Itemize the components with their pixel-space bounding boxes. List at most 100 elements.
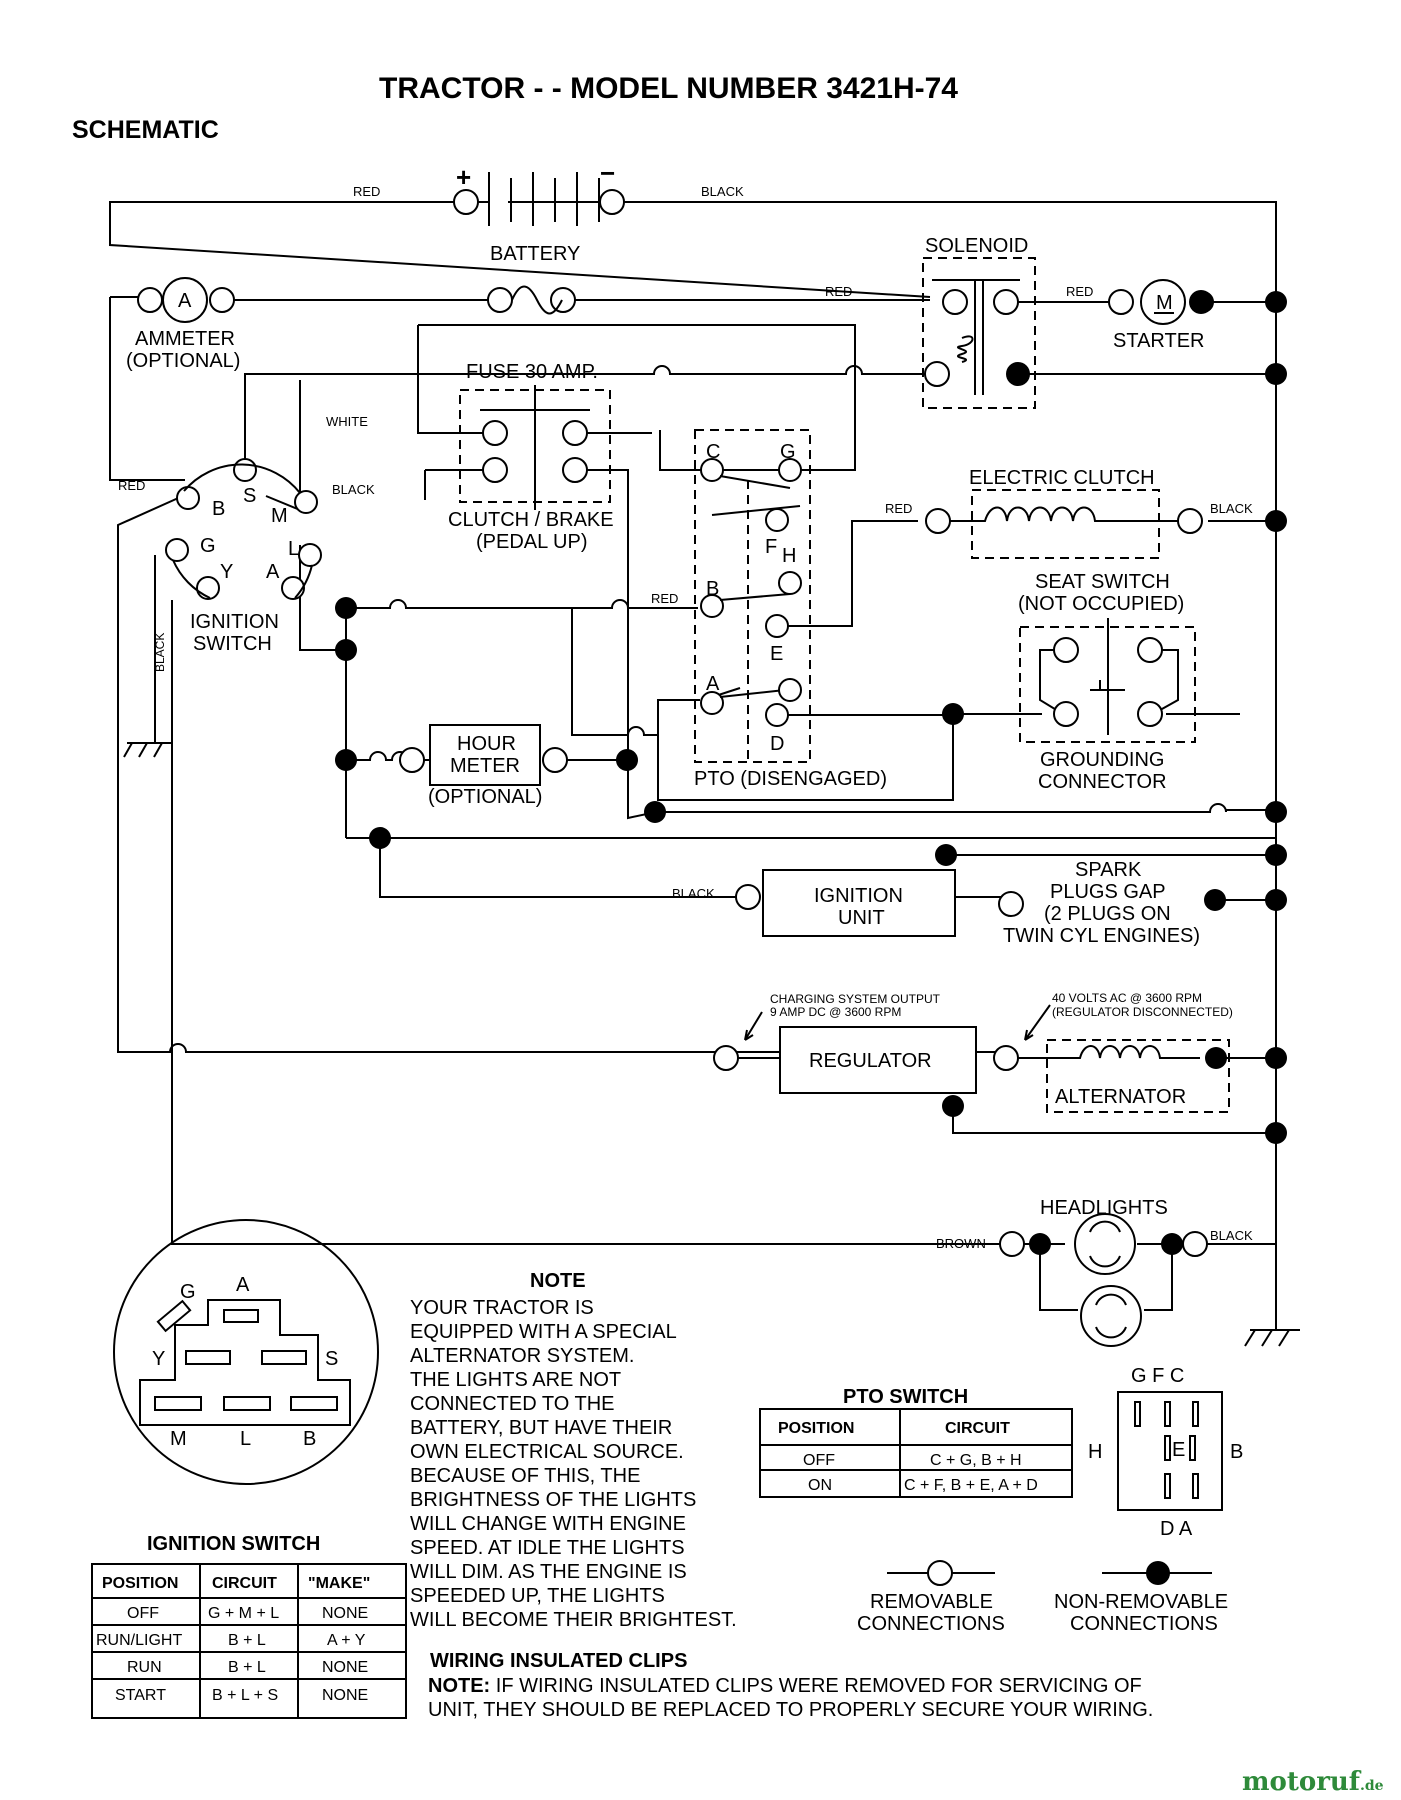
- pto-term-b: B: [706, 578, 719, 600]
- connection-legend: REMOVABLE CONNECTIONS NON-REMOVABLE CONN…: [857, 1560, 1228, 1635]
- ign-row-3-position: START: [115, 1687, 166, 1704]
- pto-table-header-position: POSITION: [778, 1420, 854, 1437]
- seat-switch-sub: (NOT OCCUPIED): [1018, 593, 1184, 615]
- starter-symbol: M: [1156, 292, 1173, 314]
- battery-label: BATTERY: [490, 243, 580, 265]
- ign-term-l: L: [288, 538, 299, 560]
- plug-letter-b: B: [303, 1428, 316, 1450]
- pto-term-h: H: [782, 545, 796, 567]
- ammeter: A AMMETER (OPTIONAL): [126, 277, 240, 372]
- clips-heading: WIRING INSULATED CLIPS: [430, 1650, 687, 1672]
- note-line-13: WILL BECOME THEIR BRIGHTEST.: [410, 1609, 737, 1631]
- ign-row-3-make: NONE: [322, 1687, 368, 1704]
- note-line-0: YOUR TRACTOR IS: [410, 1297, 594, 1319]
- note-line-2: ALTERNATOR SYSTEM.: [410, 1345, 634, 1367]
- pto-plug-bottom: D A: [1160, 1518, 1193, 1540]
- wire-label-red-solenoid: RED: [825, 284, 852, 299]
- plug-letter-m: M: [170, 1428, 187, 1450]
- wire-label-red-clutch: RED: [885, 501, 912, 516]
- wire-label-red-starter: RED: [1066, 284, 1093, 299]
- ign-term-s: S: [243, 485, 256, 507]
- note-heading: NOTE: [530, 1270, 586, 1292]
- fuse-label: FUSE 30 AMP.: [466, 361, 598, 383]
- ign-row-1-position: RUN/LIGHT: [96, 1632, 182, 1649]
- pto-row-1-circuit: C + F, B + E, A + D: [904, 1477, 1038, 1494]
- hour-meter-label-2: METER: [450, 755, 520, 777]
- ign-row-2-make: NONE: [322, 1659, 368, 1676]
- pto-row-1-position: ON: [808, 1477, 832, 1494]
- wire-label-white: WHITE: [326, 414, 368, 429]
- regulator: REGULATOR CHARGING SYSTEM OUTPUT 9 AMP D…: [713, 992, 1051, 1094]
- ammeter-optional: (OPTIONAL): [126, 350, 240, 372]
- pto-label: PTO (DISENGAGED): [694, 768, 887, 790]
- ign-term-y: Y: [220, 561, 233, 583]
- note-line-11: WILL DIM. AS THE ENGINE IS: [410, 1561, 687, 1583]
- note-line-1: EQUIPPED WITH A SPECIAL: [410, 1321, 677, 1343]
- ignition-unit: IGNITION UNIT: [735, 869, 1024, 937]
- battery-plus: +: [456, 162, 471, 192]
- ign-table-header-make: "MAKE": [308, 1575, 370, 1592]
- pto-term-g: G: [780, 441, 796, 463]
- solenoid: SOLENOID: [922, 235, 1036, 409]
- junction-dots: [335, 291, 1287, 1255]
- battery-minus: −: [600, 158, 615, 188]
- clips-note: WIRING INSULATED CLIPS NOTE: IF WIRING I…: [428, 1650, 1153, 1721]
- ammeter-symbol: A: [178, 290, 192, 312]
- watermark-main: motoruf: [1242, 1767, 1362, 1797]
- pto-plug-face: G F C E H B D A: [1088, 1365, 1243, 1540]
- watermark: motoruf.de: [1242, 1767, 1384, 1797]
- ignition-switch-table-title: IGNITION SWITCH: [147, 1533, 320, 1555]
- fuse-inline: [487, 285, 576, 315]
- hour-meter: HOUR METER (OPTIONAL): [399, 724, 615, 808]
- ammeter-label: AMMETER: [135, 328, 235, 350]
- ign-term-b: B: [212, 498, 225, 520]
- spark-label-1: SPARK: [1075, 859, 1142, 881]
- pto-term-c: C: [706, 441, 720, 463]
- wires: [109, 201, 1300, 1347]
- legend-nonremovable-1: NON-REMOVABLE: [1054, 1591, 1228, 1613]
- grounding-label-2: CONNECTOR: [1038, 771, 1167, 793]
- pto-plug-right: B: [1230, 1441, 1243, 1463]
- pto-switch: C G F H B E A D PTO (DISENGAGED): [694, 429, 887, 790]
- ignition-table: POSITION CIRCUIT "MAKE" OFF G + M + L NO…: [91, 1563, 407, 1719]
- wire-label-black-ign: BLACK: [332, 482, 375, 497]
- pto-table-header-circuit: CIRCUIT: [945, 1420, 1010, 1437]
- legend-removable-2: CONNECTIONS: [857, 1613, 1005, 1635]
- pto-table-title: PTO SWITCH: [843, 1386, 968, 1408]
- ign-row-2-position: RUN: [127, 1659, 162, 1676]
- ign-row-2-circuit: B + L: [228, 1659, 266, 1676]
- clips-note-text: IF WIRING INSULATED CLIPS WERE REMOVED F…: [490, 1675, 1142, 1697]
- ignition-switch-label-2: SWITCH: [193, 633, 272, 655]
- ign-table-header-position: POSITION: [102, 1575, 178, 1592]
- ignition-unit-label-2: UNIT: [838, 907, 885, 929]
- ign-term-m: M: [271, 505, 288, 527]
- hour-meter-optional: (OPTIONAL): [428, 786, 542, 808]
- ign-row-0-circuit: G + M + L: [208, 1605, 279, 1622]
- plug-letter-l: L: [240, 1428, 251, 1450]
- clutch-brake-switch: FUSE 30 AMP. CLUTCH / BRAKE (PEDAL UP): [448, 361, 614, 553]
- note-line-7: BECAUSE OF THIS, THE: [410, 1465, 640, 1487]
- note-line-6: OWN ELECTRICAL SOURCE.: [410, 1441, 684, 1463]
- watermark-suffix: .de: [1360, 1778, 1384, 1794]
- wire-label-red-pto: RED: [651, 591, 678, 606]
- ignition-switch-label: IGNITION: [190, 611, 279, 633]
- pto-term-f: F: [765, 536, 777, 558]
- alt-out-label-2: (REGULATOR DISCONNECTED): [1052, 1005, 1233, 1019]
- wire-label-red-left: RED: [118, 478, 145, 493]
- wire-label-black-ignition-unit: BLACK: [672, 886, 715, 901]
- grounding-label: GROUNDING: [1040, 749, 1164, 771]
- pto-plug-left: H: [1088, 1441, 1102, 1463]
- note-line-9: WILL CHANGE WITH ENGINE: [410, 1513, 686, 1535]
- ignition-unit-label: IGNITION: [814, 885, 903, 907]
- schematic-subtitle: SCHEMATIC: [72, 116, 219, 144]
- battery: + − BATTERY: [453, 158, 625, 265]
- pto-row-0-circuit: C + G, B + H: [930, 1452, 1022, 1469]
- legend-nonremovable-2: CONNECTIONS: [1070, 1613, 1218, 1635]
- clips-line-2: UNIT, THEY SHOULD BE REPLACED TO PROPERL…: [428, 1699, 1153, 1721]
- note-line-10: SPEED. AT IDLE THE LIGHTS: [410, 1537, 685, 1559]
- note-line-8: BRIGHTNESS OF THE LIGHTS: [410, 1489, 696, 1511]
- legend-removable-1: REMOVABLE: [870, 1591, 993, 1613]
- wire-label-black-headlights: BLACK: [1210, 1228, 1253, 1243]
- electric-clutch: ELECTRIC CLUTCH: [925, 467, 1203, 559]
